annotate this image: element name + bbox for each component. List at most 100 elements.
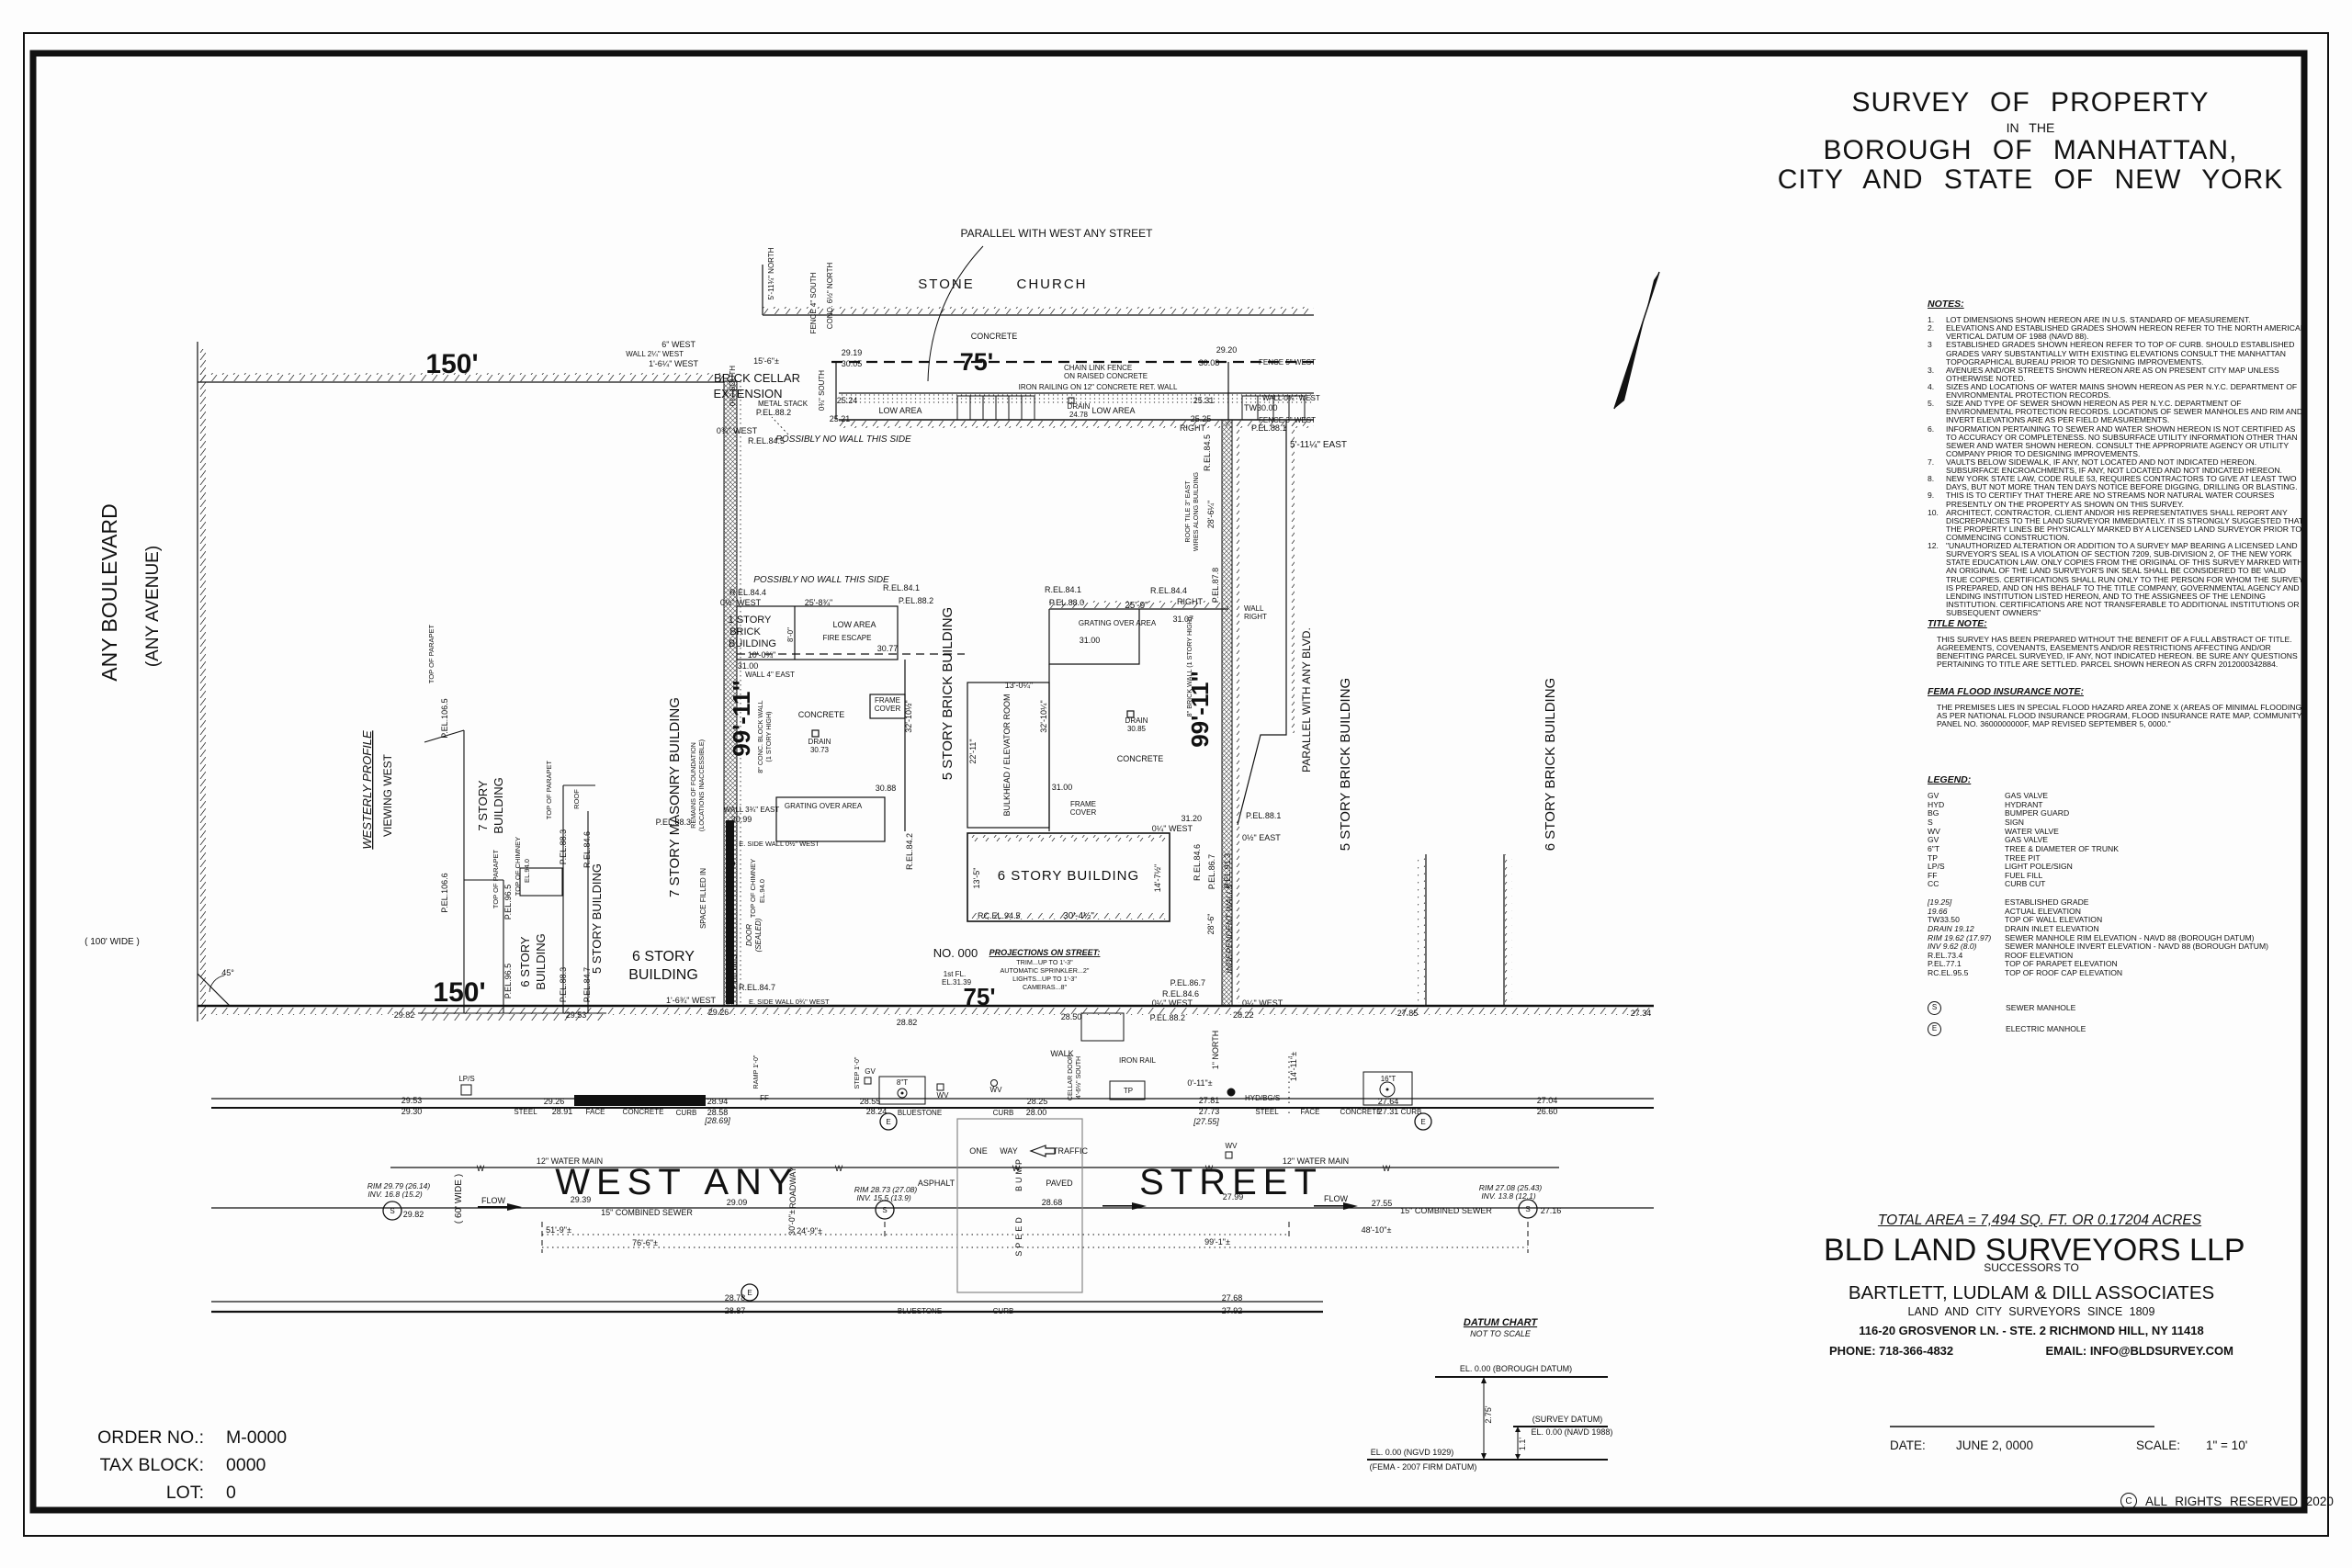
drawing-label: 31.00 [1052, 783, 1073, 792]
drawing-label: 150' [433, 977, 485, 1008]
drawing-label: 25'-8¾" [805, 598, 832, 607]
drawing-label: 1'-6¼" WEST [649, 359, 698, 368]
note-text: ESTABLISHED GRADES SHOWN HEREON REFER TO… [1946, 340, 2295, 367]
drawing-label: RIM 28.73 (27.08) [854, 1185, 918, 1194]
drawing-label: 30.77 [877, 644, 899, 653]
drawing-label: WAY [1000, 1146, 1018, 1156]
note-item: 7.VAULTS BELOW SIDEWALK, IF ANY, NOT LOC… [1928, 457, 2308, 475]
date-label: DATE: [1890, 1438, 1926, 1452]
drawing-label: 30'-0"± [787, 1210, 797, 1235]
drawing-label: 0½" WEST [720, 598, 762, 607]
note-number: 9. [1928, 491, 1935, 501]
drawing-label: 0'-11"± [1187, 1078, 1212, 1088]
drawing-label: EL.94.0 [758, 879, 766, 903]
drawing-label: WALK [1050, 1049, 1073, 1058]
drawing-label: RIGHT [1244, 613, 1267, 621]
drawing-label: 29.30 [401, 1107, 423, 1116]
drawing-label: 28.68 [1042, 1198, 1063, 1207]
drawing-label: WIRES ALONG BUILDING [1192, 471, 1200, 551]
drawing-label: 6 STORY [632, 949, 695, 964]
drawing-label: CHURCH [1017, 276, 1088, 292]
manhole-icons [382, 1112, 1538, 1302]
drawing-label: TRAFFIC [1053, 1146, 1088, 1156]
drawing-label: CURB [993, 1109, 1014, 1117]
drawing-label: DATUM CHART [1464, 1317, 1539, 1328]
drawing-label: 0¾" SOUTH [818, 370, 826, 411]
legend-value: SEWER MANHOLE RIM ELEVATION - NAVD 88 (B… [2005, 932, 2255, 942]
drawing-label: COVER [1070, 808, 1097, 817]
note-number: 3 [1928, 340, 1932, 350]
note-number: 10. [1928, 507, 1939, 517]
firm-address: 116-20 GROSVENOR LN. - STE. 2 RICHMOND H… [1859, 1324, 2204, 1337]
order-label: LOT: [165, 1482, 204, 1503]
drawing-label: POSSIBLY NO WALL THIS SIDE [775, 434, 911, 445]
drawing-label: 27.68 [1222, 1293, 1243, 1303]
drawing-label: TW30.00 [1244, 403, 1278, 412]
drawing-label: IRON RAIL [1119, 1056, 1157, 1065]
drawing-label: R.EL.84.1 [883, 583, 920, 592]
drawing-label: 25.21 [830, 414, 851, 423]
drawing-label: ROOF [572, 789, 581, 809]
legend-key: P.EL.77.1 [1928, 959, 1962, 969]
note-text: LOT DIMENSIONS SHOWN HEREON ARE IN U.S. … [1946, 315, 2251, 325]
drawing-label: LIGHTS...UP TO 1'-3" [1012, 975, 1077, 983]
drawing-label: P.EL.88.2 [1150, 1013, 1185, 1022]
note-text: THIS IS TO CERTIFY THAT THERE ARE NO STR… [1946, 491, 2275, 509]
drawing-label: FLOW [1324, 1194, 1349, 1203]
drawing-label: STEP 1'-0" [853, 1056, 861, 1089]
drawing-label: 5'-11¼" EAST [1290, 439, 1347, 450]
drawing-label: 8" BRICK WALL (1 STORY HIGH) [1185, 617, 1193, 717]
legend-key: 6"T [1928, 843, 1940, 853]
note-text: AVENUES AND/OR STREETS SHOWN HEREON ARE … [1946, 365, 2279, 383]
drawing-label: 30.05 [842, 359, 863, 368]
drawing-label: (LOCATIONS INACCESSIBLE) [697, 739, 706, 831]
firm-predecessor: BARTLETT, LUDLAM & DILL ASSOCIATES [1848, 1282, 2215, 1303]
drawing-label: CURB [1401, 1108, 1422, 1116]
drawing-label: RIGHT [1180, 423, 1206, 433]
drawing-label: DRAIN [808, 738, 831, 746]
drawing-label: CELLAR DOOR [1068, 1055, 1074, 1100]
drawing-label: 99'-11" [728, 680, 755, 757]
flow-arrow-icon [478, 1202, 1358, 1211]
drawing-label: 12" WATER MAIN [537, 1156, 603, 1166]
drawing-label: 28.00 [1026, 1108, 1047, 1117]
drawing-label: P.EL.91.3 [1223, 853, 1232, 888]
drawing-label: (FEMA - 2007 FIRM DATUM) [1370, 1462, 1477, 1472]
drawing-label: 5 STORY BRICK BUILDING [940, 607, 956, 780]
drawing-label: TOP OF PARAPET [492, 849, 500, 908]
drawing-label: 30.88 [876, 784, 897, 793]
drawing-label: 0¼" WEST [1152, 824, 1193, 833]
firm-block: BLD LAND SURVEYORS LLP SUCCESSORS TO BAR… [1824, 1235, 2245, 1358]
drawing-label: BUILDING [492, 777, 505, 833]
drawing-label: 30.99 [731, 815, 752, 824]
fema-note-heading: FEMA FLOOD INSURANCE NOTE: [1928, 686, 2084, 697]
drawing-label: E [1420, 1118, 1425, 1126]
drawing-label: RAMP 1'-0" [752, 1055, 760, 1089]
drawing-label: S [1525, 1205, 1530, 1213]
order-row: ORDER NO.:M-0000 [59, 1424, 287, 1451]
date-value: JUNE 2, 0000 [1956, 1438, 2034, 1452]
drawing-label: 8" CONC. BLOCK WALL [756, 700, 764, 773]
drawing-label: LOW AREA [878, 406, 922, 415]
title-line2: IN THE [2006, 119, 2055, 135]
order-label: ORDER NO.: [97, 1427, 204, 1448]
total-area-note: TOTAL AREA = 7,494 SQ. FT. OR 0.17204 AC… [1877, 1213, 2202, 1228]
drawing-label: 15" COMBINED SEWER [1400, 1206, 1492, 1215]
title-block: SURVEY OF PROPERTY IN THE BOROUGH OF MAN… [1773, 88, 2288, 194]
drawing-label: EL.31.39 [942, 978, 972, 987]
drawing-label: (SEALED) [754, 918, 763, 952]
order-label: TAX BLOCK: [99, 1454, 204, 1475]
copyright-text: ALL RIGHTS RESERVED 2020 [2145, 1494, 2334, 1508]
drawing-label: E. SIDE WALL 0½" WEST [739, 840, 820, 848]
legend-value: HYDRANT [2005, 799, 2043, 809]
firm-successors: SUCCESSORS TO [1984, 1261, 2079, 1274]
legend-key: GV [1928, 835, 1939, 845]
